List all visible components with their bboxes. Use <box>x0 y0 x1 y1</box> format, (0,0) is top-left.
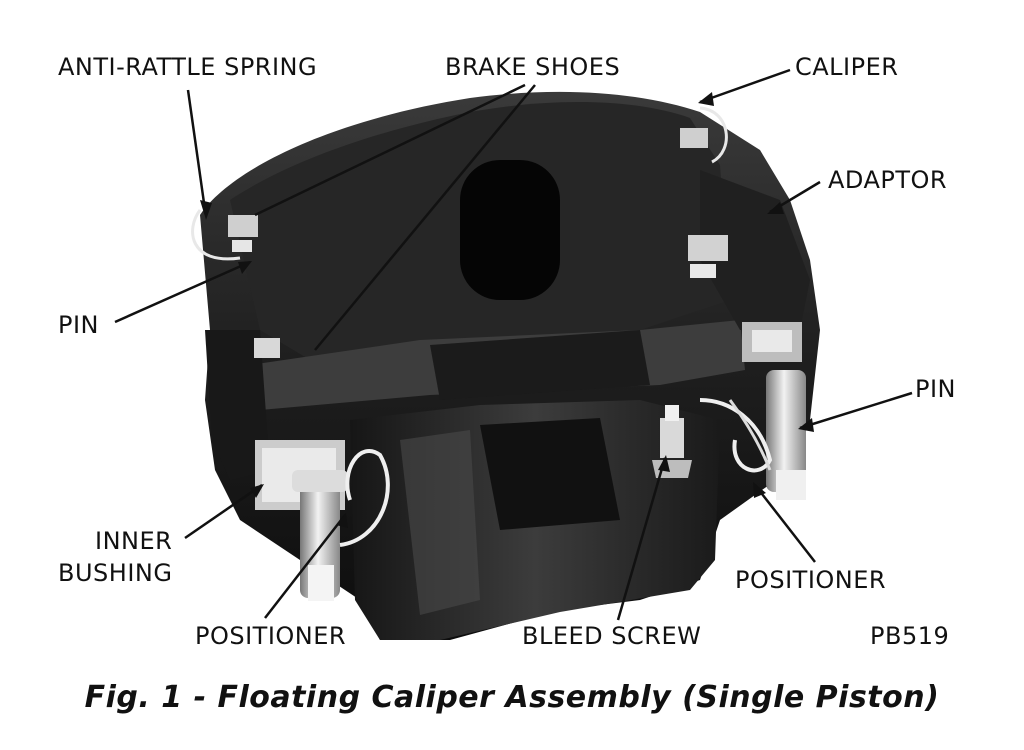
label-bleed-screw: BLEED SCREW <box>522 622 702 650</box>
arrowhead-positioner-right <box>753 482 766 498</box>
leader-pin-left <box>114 260 251 324</box>
label-figure-code: PB519 <box>870 622 950 650</box>
leader-positioner-left <box>264 514 346 619</box>
label-adaptor: ADAPTOR <box>828 166 948 194</box>
arrowhead-pin-right <box>798 418 814 432</box>
label-caliper: CALIPER <box>795 53 899 81</box>
leader-bleed-screw <box>616 457 667 621</box>
arrowhead-positioner-left <box>336 513 348 528</box>
arrowhead-bleed-screw <box>658 455 670 472</box>
arrowhead-caliper <box>698 92 714 106</box>
label-pin-right: PIN <box>915 375 957 403</box>
label-positioner-right: POSITIONER <box>735 566 887 594</box>
arrowhead-adaptor <box>767 202 784 214</box>
leader-inner-bushing <box>184 483 263 540</box>
label-anti-rattle-spring: ANTI-RATTLE SPRING <box>58 53 318 81</box>
leader-anti-rattle-spring <box>186 89 207 211</box>
leader-caliper <box>699 68 791 104</box>
leader-lines <box>114 68 913 621</box>
label-positioner-left: POSITIONER <box>195 622 347 650</box>
leader-brake-shoes-2 <box>314 84 536 351</box>
arrowhead-inner-bushing <box>250 484 264 498</box>
label-pin-left: PIN <box>58 311 100 339</box>
leader-positioner-right <box>754 484 816 563</box>
label-brake-shoes: BRAKE SHOES <box>445 53 621 81</box>
arrowhead-anti-rattle <box>200 200 212 220</box>
label-inner-bushing-line1: INNER <box>95 527 173 555</box>
right-pin-assembly <box>699 370 806 500</box>
leader-pin-right <box>799 391 913 430</box>
left-pin-assembly <box>292 449 390 601</box>
label-inner-bushing-line2: BUSHING <box>58 559 173 587</box>
caliper-body <box>191 91 820 640</box>
arrowhead-pin-left <box>238 261 252 274</box>
figure-caption: Fig. 1 - Floating Caliper Assembly (Sing… <box>84 680 940 715</box>
leader-brake-shoes-1 <box>254 83 526 217</box>
